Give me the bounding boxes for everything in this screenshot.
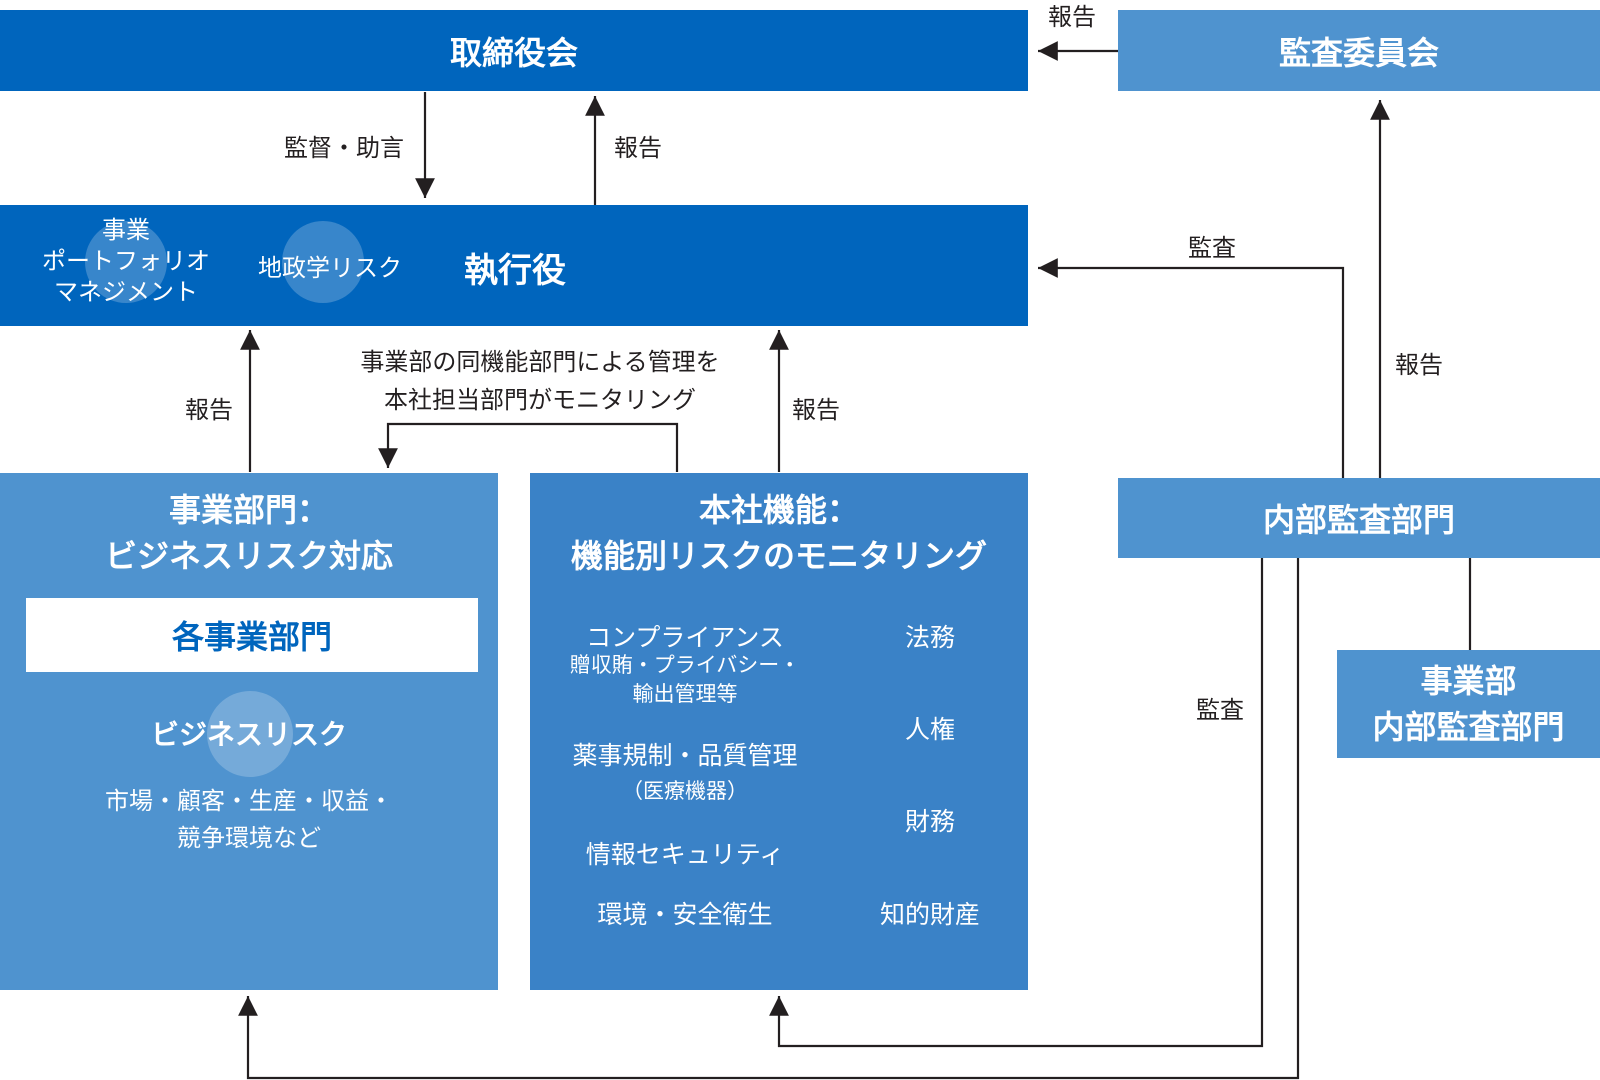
portfolio-line-2: ポートフォリオ [42, 247, 210, 275]
pharma-sub: （医療機器） [622, 779, 748, 803]
division-internal-audit-box: 事業部 内部監査部門 [1337, 650, 1600, 758]
business-risk-items: 市場・顧客・生産・収益・ 競争環境など [0, 783, 498, 857]
edge-label-report-hq-exec: 報告 [792, 396, 840, 424]
environment-label: 環境・安全衛生 [597, 900, 773, 929]
executive-box: 事業 ポートフォリオ マネジメント 地政学リスク 執行役 [0, 205, 1028, 326]
ip-label: 知的財産 [879, 900, 980, 929]
portfolio-circle [85, 221, 167, 303]
portfolio-line-3: マネジメント [54, 278, 198, 306]
compliance-sub-2: 輸出管理等 [632, 682, 738, 706]
audit-committee-box: 監査委員会 [1118, 10, 1600, 91]
business-risk-circle [207, 691, 293, 777]
edge-label-report-committee-board: 報告 [1048, 3, 1096, 31]
business-risk-label: ビジネスリスク [150, 718, 347, 751]
edge-label-audit-exec: 監査 [1188, 234, 1236, 262]
business-division-title: 事業部門： ビジネスリスク対応 [0, 487, 498, 579]
arrow-audit-to-div [238, 558, 1300, 1080]
geopolitical-circle [282, 221, 364, 303]
human-rights-label: 人権 [904, 715, 955, 744]
compliance-sub: 贈収賄・プライバシー・ 輸出管理等 [550, 651, 820, 709]
hq-functions-box: 本社機能： 機能別リスクのモニタリング コンプライアンス 贈収賄・プライバシー・… [530, 473, 1028, 990]
infosec-label: 情報セキュリティ [585, 840, 785, 869]
hq-title-1: 本社機能： [698, 491, 859, 529]
board-box: 取締役会 [0, 10, 1028, 91]
division-internal-audit-line-1: 事業部 [1420, 662, 1517, 700]
executive-label: 執行役 [464, 251, 566, 291]
internal-audit-label: 内部監査部門 [1262, 501, 1455, 539]
arrow-audit-to-exec [1038, 258, 1345, 478]
division-internal-audit-label: 事業部 内部監査部門 [1337, 658, 1600, 750]
edge-label-audit-units: 監査 [1196, 696, 1244, 724]
arrow-audit-to-hq [769, 558, 1264, 1048]
business-division-title-2: ビジネスリスク対応 [104, 537, 393, 575]
legal-label: 法務 [904, 623, 955, 652]
edge-label-supervise: 監督・助言 [284, 134, 404, 162]
edge-label-report-exec-board: 報告 [614, 134, 662, 162]
monitoring-line-2: 本社担当部門がモニタリング [384, 386, 696, 414]
business-division-title-1: 事業部門： [168, 491, 329, 529]
hq-title: 本社機能： 機能別リスクのモニタリング [530, 487, 1028, 579]
business-risk-items-2: 競争環境など [177, 824, 321, 852]
edge-label-report-committee: 報告 [1395, 351, 1443, 379]
portfolio-line-1: 事業 [102, 216, 150, 244]
monitoring-line-1: 事業部の同機能部門による管理を [360, 348, 720, 376]
audit-committee-label: 監査委員会 [1278, 33, 1439, 72]
arrow-monitoring [378, 422, 679, 472]
edge-label-monitoring: 事業部の同機能部門による管理を 本社担当部門がモニタリング [330, 343, 750, 419]
pharma-label: 薬事規制・品質管理 [572, 741, 798, 770]
compliance-sub-1: 贈収賄・プライバシー・ [569, 653, 801, 677]
finance-label: 財務 [904, 807, 955, 836]
board-label: 取締役会 [449, 33, 578, 72]
each-division-label: 各事業部門 [171, 618, 332, 656]
business-division-box: 事業部門： ビジネスリスク対応 各事業部門 ビジネスリスク 市場・顧客・生産・収… [0, 473, 498, 990]
edge-label-report-div-exec: 報告 [185, 396, 233, 424]
hq-title-2: 機能別リスクのモニタリング [570, 537, 987, 575]
portfolio-label: 事業 ポートフォリオ マネジメント [30, 215, 222, 308]
geopolitical-label: 地政学リスク [258, 254, 402, 282]
compliance-label: コンプライアンス [586, 623, 784, 652]
each-division-box: 各事業部門 [26, 598, 478, 672]
internal-audit-box: 内部監査部門 [1118, 478, 1600, 558]
business-risk-items-1: 市場・顧客・生産・収益・ [105, 787, 393, 815]
division-internal-audit-line-2: 内部監査部門 [1372, 708, 1565, 746]
